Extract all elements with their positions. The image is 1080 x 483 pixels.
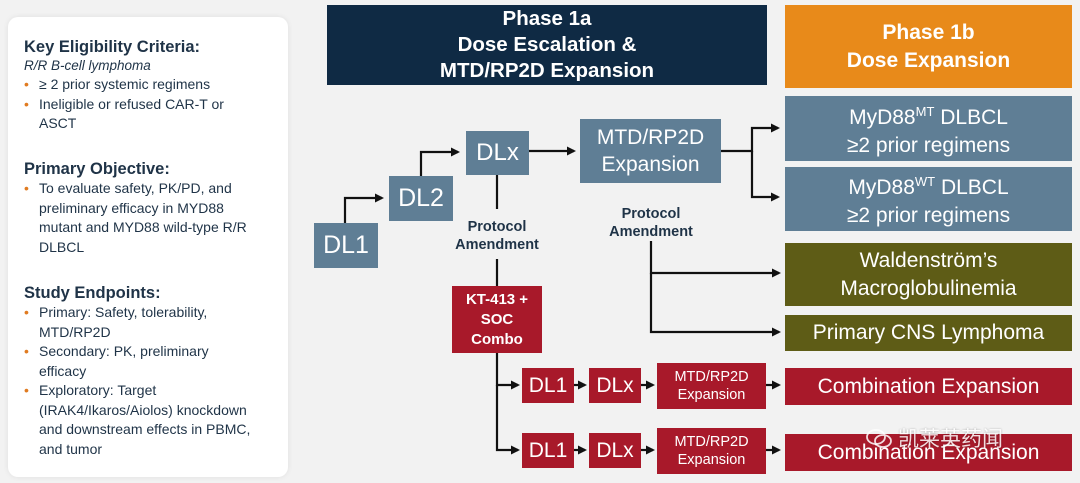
protocol-amendment-label: Protocol Amendment [441, 218, 553, 254]
dose-level-dl2: DL2 [389, 176, 453, 221]
mtd-rp2d-expansion-box: MTD/RP2D Expansion [580, 119, 721, 183]
connector-amendment-cohorts [649, 241, 781, 278]
protocol-amendment-line-1: Protocol [467, 219, 527, 235]
objective-title: Primary Objective: [24, 160, 170, 178]
combo-row1-dlx: DLx [589, 368, 641, 403]
eligibility-list: ≥ 2 prior systemic regimens Ineligible o… [24, 75, 274, 134]
endpoints-list: Primary: Safety, tolerability, MTD/RP2D … [24, 303, 274, 459]
connector-combo-row2 [495, 385, 520, 455]
combo-row1-dl1: DL1 [522, 368, 574, 403]
combo-row2-dl1: DL1 [522, 433, 574, 468]
mtd-line-1: MTD/RP2D [596, 126, 705, 149]
objective-section: Primary Objective: To evaluate safety, P… [24, 159, 274, 257]
list-item: To evaluate safety, PK/PD, and prelimina… [24, 179, 257, 257]
phase-1b-title: Phase 1b [882, 20, 975, 44]
protocol-amendment-line-1: Protocol [621, 206, 681, 222]
combo-row2-dlx: DLx [589, 433, 641, 468]
mtd-line-2: Expansion [601, 153, 700, 176]
list-item: Ineligible or refused CAR-T or ASCT [24, 95, 264, 134]
cohort-myd88-wt-dlbcl: MyD88WT DLBCL ≥2 prior regimens [785, 167, 1072, 231]
list-item: Exploratory: Target (IRAK4/Ikaros/Aiolos… [24, 381, 264, 459]
endpoints-section: Study Endpoints: Primary: Safety, tolera… [24, 283, 274, 459]
cohort-myd88-mt-dlbcl: MyD88MT DLBCL ≥2 prior regimens [785, 96, 1072, 161]
mtd-line-1: MTD/RP2D [674, 369, 749, 385]
watermark: 凯莱英药闻 [866, 423, 1003, 453]
cohort-title: MyD88MT DLBCL [849, 98, 1008, 132]
objective-list: To evaluate safety, PK/PD, and prelimina… [24, 179, 274, 257]
connector-amendment-pcnsl [649, 273, 781, 337]
combination-expansion-2: Combination Expansion [785, 434, 1072, 471]
connector-mtd-split [721, 123, 780, 153]
phase-1a-subtitle-2: MTD/RP2D Expansion [439, 59, 655, 82]
mtd-line-2: Expansion [677, 452, 746, 468]
kt413-soc-combo-box: KT-413 + SOC Combo [452, 286, 542, 353]
cohort-disease: DLBCL [934, 105, 1008, 129]
connector-dl1-dl2 [343, 193, 384, 224]
list-item: Primary: Safety, tolerability, MTD/RP2D [24, 303, 254, 342]
cohort-gene: MyD88 [848, 176, 915, 199]
combo-line-3: Combo [471, 330, 523, 348]
cohort-primary-cns-lymphoma: Primary CNS Lymphoma [785, 315, 1072, 351]
connector-combo-row1 [495, 353, 520, 390]
cohort-waldenstrom: Waldenström’s Macroglobulinemia [785, 243, 1072, 306]
phase-1b-subtitle: Dose Expansion [846, 48, 1011, 72]
combo-line-2: SOC [480, 310, 514, 328]
protocol-amendment-line-2: Amendment [455, 237, 539, 253]
protocol-amendment-line-2: Amendment [609, 224, 693, 240]
dose-level-dlx: DLx [466, 131, 529, 175]
cohort-title: Waldenström’s [859, 248, 998, 272]
watermark-text: 凯莱英药闻 [898, 428, 1003, 451]
mtd-line-2: Expansion [677, 387, 746, 403]
cohort-gene: MyD88 [849, 105, 916, 129]
protocol-amendment-label-2: Protocol Amendment [595, 205, 707, 241]
eligibility-title: Key Eligibility Criteria: [24, 38, 201, 56]
phase-1b-header: Phase 1b Dose Expansion [785, 5, 1072, 88]
combo-row1-mtd-expansion: MTD/RP2D Expansion [657, 363, 766, 409]
eligibility-section: Key Eligibility Criteria: R/R B-cell lym… [24, 37, 274, 134]
list-item: Secondary: PK, preliminary efficacy [24, 342, 249, 381]
phase-1a-subtitle: Dose Escalation & [457, 33, 637, 56]
connector-dl2-dlx [419, 147, 460, 177]
combo-row2-mtd-expansion: MTD/RP2D Expansion [657, 428, 766, 474]
mtd-line-1: MTD/RP2D [674, 434, 749, 450]
cohort-prior-regimens: ≥2 prior regimens [846, 133, 1011, 157]
endpoints-title: Study Endpoints: [24, 284, 161, 302]
combination-expansion-1: Combination Expansion [785, 368, 1072, 405]
combo-line-1: KT-413 + [465, 290, 529, 308]
list-item: ≥ 2 prior systemic regimens [24, 75, 274, 95]
phase-1a-header: Phase 1a Dose Escalation & MTD/RP2D Expa… [327, 5, 767, 85]
cohort-title-2: Macroglobulinemia [840, 276, 1017, 300]
cohort-title: MyD88WT DLBCL [848, 168, 1008, 202]
eligibility-subtitle: R/R B-cell lymphoma [24, 58, 151, 73]
cohort-disease: DLBCL [935, 176, 1009, 199]
phase-1a-title: Phase 1a [502, 7, 592, 30]
dose-level-dl1: DL1 [314, 223, 378, 268]
cohort-mutation-status: WT [914, 174, 936, 189]
cohort-mutation-status: MT [915, 103, 935, 119]
wechat-icon [866, 429, 892, 449]
connector-mtd-wt [750, 151, 780, 202]
cohort-prior-regimens: ≥2 prior regimens [846, 204, 1011, 227]
